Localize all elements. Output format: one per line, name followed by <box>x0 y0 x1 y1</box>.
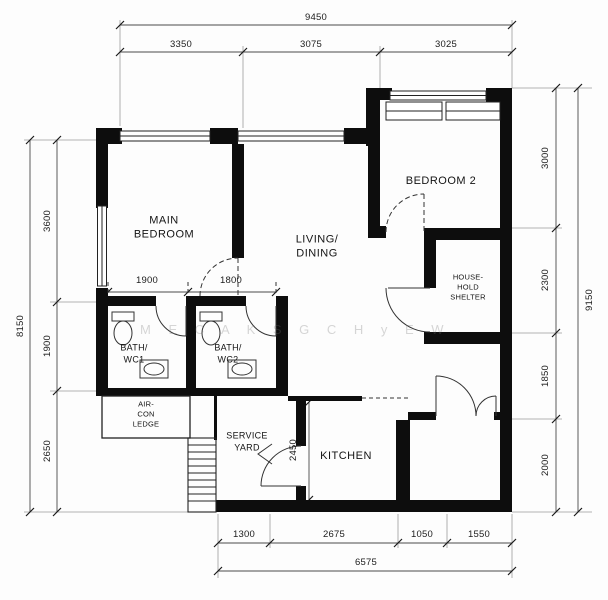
door-household-shelter <box>385 287 431 333</box>
dim-right-3: 1850 <box>539 365 551 387</box>
dim-bottom-2: 2675 <box>323 528 345 540</box>
door-arcs <box>107 193 497 487</box>
dim-bottom-overall: 6575 <box>355 556 377 568</box>
dim-service-yard-depth: 2450 <box>287 439 299 461</box>
fixtures <box>111 311 273 465</box>
basin2-icon <box>227 359 257 379</box>
door-service-yard <box>260 445 302 487</box>
label-bath-wc2: BATH/ WC2 <box>214 342 242 364</box>
opening-dashes <box>107 282 410 399</box>
basin1-icon <box>139 359 169 379</box>
dim-bath2-width: 1800 <box>220 274 242 286</box>
label-aircon-ledge: AIR- CON LEDGE <box>132 399 160 428</box>
dim-right-4: 2000 <box>539 454 551 476</box>
door-bath-wc2 <box>245 305 277 337</box>
aircon-ledge-outline <box>101 395 191 439</box>
toilet2-icon <box>199 311 223 346</box>
label-bath-wc1: BATH/ WC1 <box>120 342 148 364</box>
dim-left-overall: 8150 <box>14 315 26 337</box>
dim-right-2: 2300 <box>539 269 551 291</box>
dim-bath1-width: 1900 <box>136 274 158 286</box>
dimension-lines <box>29 24 579 572</box>
door-bedroom2 <box>385 193 425 233</box>
door-bath-wc1 <box>155 305 187 337</box>
service-yard-symbol <box>257 443 273 465</box>
dimension-ticks <box>25 20 583 576</box>
dim-top-1: 3350 <box>170 38 192 50</box>
walls <box>96 88 512 512</box>
dim-bottom-3: 1050 <box>411 528 433 540</box>
label-bedroom-2: BEDROOM 2 <box>405 174 477 187</box>
dim-bottom-4: 1550 <box>468 528 490 540</box>
label-kitchen: KITCHEN <box>320 449 372 462</box>
dim-top-2: 3075 <box>300 38 322 50</box>
label-household-shelter: HOUSE- HOLD SHELTER <box>450 272 486 301</box>
dim-left-2: 1900 <box>41 335 53 357</box>
dim-right-overall: 9150 <box>583 289 595 311</box>
label-living-dining: LIVING/ DINING <box>295 233 339 260</box>
louvre-screen <box>187 437 217 513</box>
dim-top-3: 3025 <box>435 38 457 50</box>
windows <box>97 90 501 287</box>
label-service-yard: SERVICE YARD <box>226 430 268 452</box>
door-main-entrance <box>435 375 497 417</box>
dim-bottom-1: 1300 <box>233 528 255 540</box>
toilet1-icon <box>111 311 135 346</box>
dim-left-1: 3600 <box>41 210 53 232</box>
door-main-bedroom <box>199 257 239 297</box>
label-main-bedroom: MAIN BEDROOM <box>133 214 195 241</box>
dim-left-3: 2650 <box>41 440 53 462</box>
watermark: M E C A K S G C H y E W <box>140 322 451 337</box>
dim-top-overall: 9450 <box>305 11 327 23</box>
dim-right-1: 3000 <box>539 147 551 169</box>
